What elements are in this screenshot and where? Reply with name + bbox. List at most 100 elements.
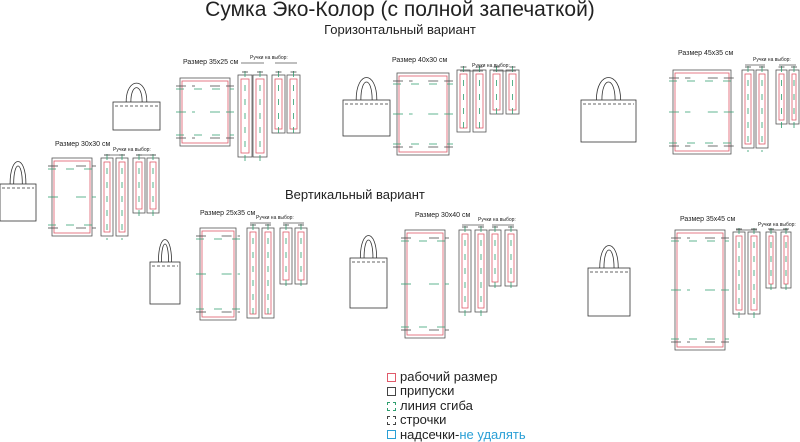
notch-swatch: [387, 430, 396, 440]
size-label: Размер 35x25 см: [183, 59, 239, 66]
size-label: Размер 40x30 см: [392, 57, 448, 64]
panel-work-outline: [181, 80, 229, 144]
size-label: Размер 25x35 см: [200, 210, 256, 217]
handles-choice-label: Ручки на выбор:: [758, 222, 796, 228]
legend-item-stitches: строчки: [387, 412, 526, 427]
long-handle-pattern: [456, 66, 471, 136]
horizontal-variant-heading: Горизонтальный вариант: [324, 22, 476, 37]
short-handle-pattern: [132, 154, 146, 217]
bag-handle-inner: [601, 81, 616, 101]
handle-work-outline: [240, 78, 250, 154]
handles-choice-label: Ручки на выбор:: [113, 147, 151, 153]
bag-group-5: [149, 222, 308, 322]
short-handle-pattern: [765, 228, 777, 292]
handle-work-outline: [149, 161, 157, 210]
long-handle-pattern: [261, 224, 275, 322]
short-handle-pattern: [279, 224, 293, 288]
handle-bleed-outline: [505, 69, 520, 115]
bag-handle: [9, 161, 27, 185]
bag-panel-layout: [401, 229, 449, 339]
legend-label: припуски: [400, 383, 455, 399]
bag-panel-layout: [176, 77, 234, 147]
tote-bag-icon: [112, 82, 161, 131]
handle-work-outline: [735, 235, 743, 311]
short-handle-pattern: [294, 224, 308, 288]
bag-body: [587, 267, 631, 317]
tote-bag-icon: [342, 77, 391, 137]
long-handle-pattern: [252, 71, 268, 161]
legend: рабочий размер припуски линия сгиба стро…: [387, 369, 526, 442]
bag-group-3: [580, 64, 800, 155]
short-handle-pattern: [775, 66, 788, 128]
work-size-swatch: [387, 372, 396, 382]
handle-work-outline: [492, 73, 501, 111]
tote-bag-icon: [349, 235, 388, 309]
handle-bleed-outline: [489, 69, 504, 115]
panel-work-outline: [674, 72, 730, 152]
legend-label: линия сгиба: [400, 397, 473, 413]
legend-warning: не удалять: [459, 426, 526, 442]
handle-work-outline: [264, 231, 272, 315]
handle-work-outline: [750, 235, 758, 311]
short-handle-pattern: [788, 66, 800, 128]
handle-work-outline: [778, 73, 785, 121]
vertical-variant-heading: Вертикальный вариант: [285, 187, 425, 202]
bag-group-2: [342, 66, 520, 156]
bag-body: [112, 101, 161, 131]
legend-label: надсечки-: [400, 426, 460, 442]
handle-work-outline: [118, 161, 126, 233]
long-handle-pattern: [741, 66, 755, 152]
size-label: Размер 30x40 см: [415, 212, 471, 219]
bag-handle-inner: [130, 87, 143, 103]
panel-bleed-outline: [396, 72, 450, 156]
bag-handle: [355, 77, 378, 101]
size-label: Размер 30x30 см: [55, 141, 111, 148]
long-handle-pattern: [246, 224, 260, 322]
size-label: Размер 35x45 см: [680, 216, 736, 223]
handles-choice-label: Ручки на выбор:: [472, 63, 510, 69]
bag-handle-inner: [13, 165, 23, 185]
handle-work-outline: [135, 161, 143, 210]
long-handle-pattern: [115, 154, 129, 240]
bag-body: [349, 257, 388, 309]
bag-handle-inner: [360, 81, 373, 101]
short-handle-pattern: [286, 71, 301, 137]
handle-work-outline: [477, 233, 485, 309]
bag-handle-inner: [603, 249, 615, 269]
bag-panel-layout: [393, 72, 453, 156]
legend-label: рабочий размер: [400, 369, 498, 384]
short-handle-pattern: [271, 71, 286, 137]
handles-choice-label: Ручки на выбор:: [753, 57, 791, 63]
bag-group-4: [0, 154, 160, 240]
bag-group-7: [587, 228, 792, 351]
tote-bag-icon: [149, 239, 181, 305]
stitch-swatch: [387, 415, 396, 425]
short-handle-pattern: [146, 154, 160, 217]
bag-group-6: [349, 224, 518, 339]
long-handle-pattern: [474, 226, 488, 316]
bag-body: [342, 99, 391, 137]
bleed-swatch: [387, 387, 396, 397]
long-handle-pattern: [237, 71, 253, 161]
bag-handle-inner: [161, 243, 169, 263]
panel-bleed-outline: [672, 69, 732, 155]
legend-item-notches: надсечки-не удалять: [387, 426, 526, 442]
tote-bag-icon: [0, 161, 37, 222]
bag-panel-layout: [669, 69, 735, 155]
bag-group-1: [112, 62, 301, 161]
bag-handle-inner: [363, 239, 374, 259]
bag-handle: [158, 239, 172, 263]
long-handle-pattern: [747, 228, 761, 318]
bag-panel-layout: [48, 157, 96, 237]
handle-work-outline: [255, 78, 265, 154]
long-handle-pattern: [755, 66, 769, 152]
fold-line-swatch: [387, 401, 396, 411]
handles-choice-label: Ручки на выбор:: [256, 215, 294, 221]
handle-work-outline: [103, 161, 111, 233]
handles-choice-label: Ручки на выбор:: [478, 217, 516, 223]
bag-panel-layout: [196, 227, 240, 321]
bag-handle: [599, 245, 619, 269]
size-label: Размер 45x35 см: [678, 50, 734, 57]
panel-bleed-outline: [674, 229, 726, 351]
